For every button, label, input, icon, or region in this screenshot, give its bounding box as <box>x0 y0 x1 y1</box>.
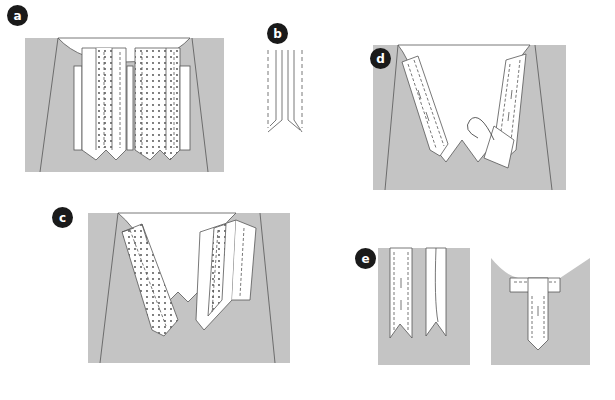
step-letter: b <box>267 23 288 44</box>
step-letter: c <box>52 207 73 228</box>
step-letter: a <box>7 5 28 26</box>
step-letter-text: b <box>273 28 282 40</box>
step-letter-text: c <box>59 212 66 224</box>
step-letter: d <box>370 48 391 69</box>
step-letter-text: a <box>13 10 21 22</box>
step-letter-text: d <box>376 53 385 65</box>
step-letter-text: e <box>361 253 369 265</box>
step-letter: e <box>355 248 376 269</box>
